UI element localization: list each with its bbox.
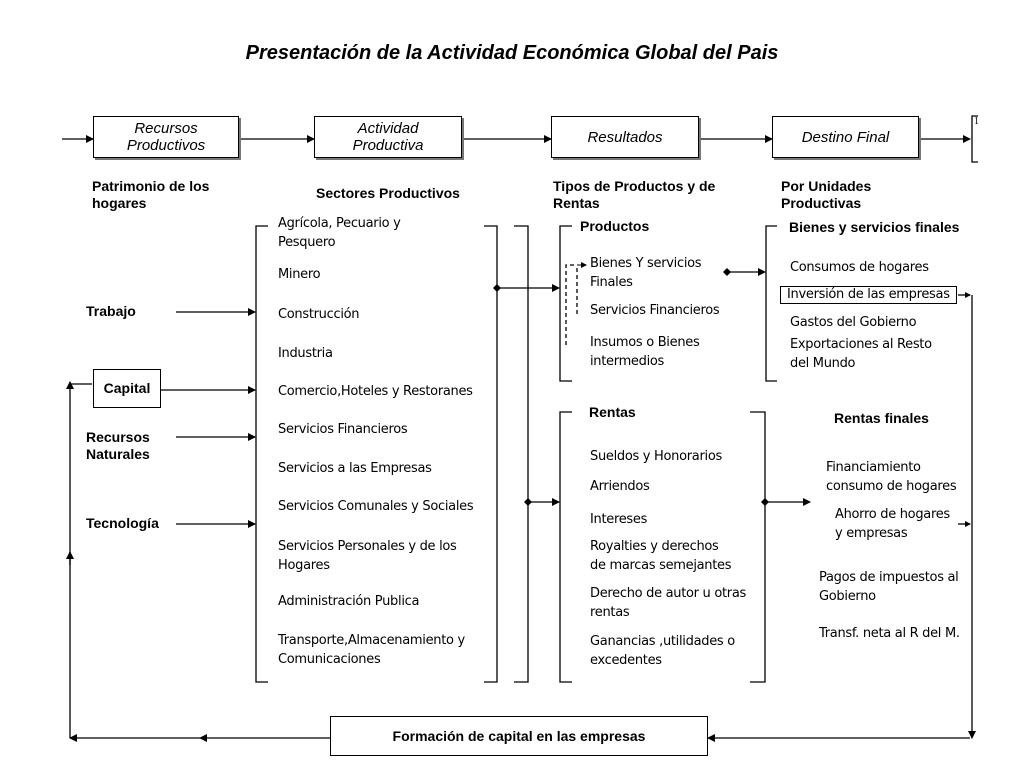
renta-item: Royalties y derechos de marcas semejante… <box>590 539 732 573</box>
recurso-naturales: Recursos Naturales <box>86 429 150 462</box>
recurso-tecnologia: Tecnología <box>86 515 159 531</box>
sector-item: Administración Publica <box>278 594 420 609</box>
bienes-final-item: Gastos del Gobierno <box>790 315 917 330</box>
sector-item: Servicios Financieros <box>278 422 408 437</box>
sector-item: Servicios a las Empresas <box>278 461 432 476</box>
formacion-label: Formación de capital en las empresas <box>392 727 646 744</box>
producto-item: Servicios Financieros <box>590 303 720 318</box>
sector-item: Servicios Comunales y Sociales <box>278 499 474 514</box>
junction-dot-1 <box>493 284 501 292</box>
header-sectores: Sectores Productivos <box>316 185 460 201</box>
rentas-header: Rentas <box>589 404 636 420</box>
junction-dot-4 <box>723 268 731 276</box>
stage-next-bracket <box>971 115 978 163</box>
recurso-trabajo: Trabajo <box>86 303 136 319</box>
dashed-link-1 <box>565 264 577 345</box>
productos-header: Productos <box>580 218 650 234</box>
header-patrimonio: Patrimonio de los hogares <box>92 178 210 211</box>
sector-item: Minero <box>278 267 321 282</box>
bienes-finales-header: Bienes y servicios finales <box>789 219 960 235</box>
producto-item: Insumos o Bienes intermedios <box>590 335 700 369</box>
renta-item: Derecho de autor u otras rentas <box>590 586 746 620</box>
sectores-right-bracket <box>484 225 498 683</box>
stage-next-cutoff: 1 <box>974 116 979 127</box>
renta-final-item: Ahorro de hogares y empresas <box>835 507 950 541</box>
renta-item: Arriendos <box>590 479 650 494</box>
rentas-left-bracket <box>559 411 572 683</box>
sector-item: Industria <box>278 346 333 361</box>
producto-item: Bienes Y servicios Finales <box>590 256 702 290</box>
renta-item: Sueldos y Honorarios <box>590 449 722 464</box>
renta-final-item: Financiamiento consumo de hogares <box>826 460 957 494</box>
renta-item: Intereses <box>590 512 648 527</box>
sector-item: Comercio,Hoteles y Restoranes <box>278 384 473 399</box>
sector-item: Agrícola, Pecuario y Pesquero <box>278 216 401 250</box>
productos-bracket <box>559 225 572 382</box>
bienes-final-item: Consumos de hogares <box>790 260 929 275</box>
double-bracket <box>514 225 529 683</box>
bienes-finales-bracket <box>765 225 777 382</box>
rentas-right-bracket <box>750 411 766 683</box>
recurso-capital-box: Capital <box>93 369 161 408</box>
renta-item: Ganancias ,utilidades o excedentes <box>590 634 735 668</box>
stage-resultados: Resultados <box>551 116 699 158</box>
sector-item: Construcción <box>278 307 360 322</box>
stage-destino-final: Destino Final <box>772 116 919 158</box>
rentas-finales-header: Rentas finales <box>834 410 929 426</box>
sector-item: Transporte,Almacenamiento y Comunicacion… <box>278 633 465 667</box>
header-unidades: Por Unidades Productivas <box>781 178 872 211</box>
junction-dot-3 <box>761 498 769 506</box>
renta-final-item: Transf. neta al R del M. <box>819 626 960 641</box>
header-tipos: Tipos de Productos y de Rentas <box>553 178 716 211</box>
sector-item: Servicios Personales y de los Hogares <box>278 539 457 573</box>
page-title: Presentación de la Actividad Económica G… <box>245 42 779 64</box>
junction-dot-2 <box>524 498 532 506</box>
bienes-final-item: Exportaciones al Resto del Mundo <box>790 337 932 371</box>
stage-actividad-productiva: Actividad Productiva <box>314 116 462 158</box>
formacion-box: Formación de capital en las empresas <box>330 716 708 756</box>
sectores-left-bracket <box>255 225 268 683</box>
recurso-capital: Capital <box>103 380 151 396</box>
bienes-final-item-inversion: Inversión de las empresas <box>780 286 957 304</box>
stage-recursos-productivos: Recursos Productivos <box>93 116 239 158</box>
renta-final-item: Pagos de impuestos al Gobierno <box>819 570 959 604</box>
